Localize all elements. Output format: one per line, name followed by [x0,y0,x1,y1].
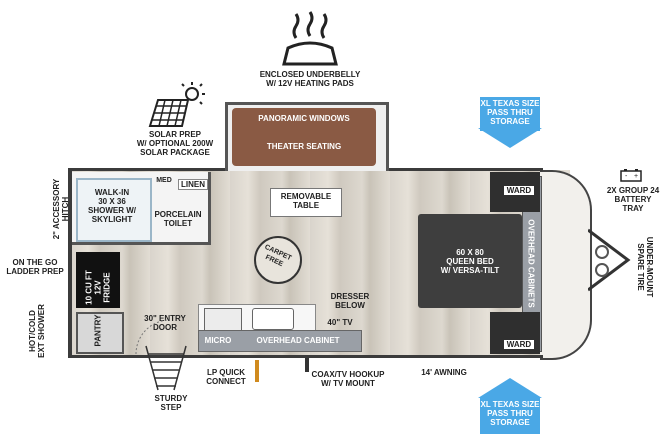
pantry-label: PANTRY [93,314,103,347]
overhead-cabinet-label: OVERHEAD CABINET [256,336,340,345]
spare-tire-label: UNDER-MOUNT SPARE TIRE [636,236,654,298]
shower [76,178,152,242]
theater-label: THEATER SEATING [266,142,342,151]
stove [204,308,242,332]
lp-connect-icon [255,360,259,382]
fridge [76,252,120,308]
shower-label: WALK-IN 30 X 36 SHOWER W/ SKYLIGHT [88,188,136,224]
texas-storage-top-label: XL TEXAS SIZE PASS THRU STORAGE [480,97,540,131]
lp-label: LP QUICK CONNECT [206,368,246,386]
entry-door-label: 30" ENTRY DOOR [144,314,186,332]
rear-wall [68,168,72,358]
battery-icon: - + [620,169,642,182]
ward-top-label: WARD [504,186,534,195]
texas-storage-bottom-label: XL TEXAS SIZE PASS THRU STORAGE [480,398,540,434]
dresser-label: DRESSER BELOW [330,292,370,310]
battery-label: 2X GROUP 24 BATTERY TRAY [606,186,660,213]
hitch-label: 2" ACCESSORY HITCH [52,178,70,240]
queen-bed [418,214,522,308]
front-cap [540,170,592,360]
sturdy-step-icon [145,345,187,391]
theater-sofa [232,108,376,166]
table-label: REMOVABLE TABLE [270,188,342,217]
awning-label: 14' AWNING [421,368,467,377]
underbelly-label: ENCLOSED UNDERBELLY W/ 12V HEATING PADS [259,70,361,88]
solar-label: SOLAR PREP W/ OPTIONAL 200W SOLAR PACKAG… [136,130,214,157]
tv-label: 40" TV [327,318,353,327]
ladder-label: ON THE GO LADDER PREP [6,258,64,276]
micro-label: MICRO [204,336,232,345]
sink [252,308,294,330]
pantry [76,312,124,354]
tongue-hitch [588,228,631,292]
bed-label: 60 X 80 QUEEN BED W/ VERSA-TILT [440,248,500,275]
coax-label: COAX/TV HOOKUP W/ TV MOUNT [311,370,385,388]
linen-label: LINEN [178,179,208,190]
ext-shower-label: HOT/COLD EXT SHOWER [28,304,46,358]
med-label: MED [156,177,172,184]
svg-text:-: - [625,173,628,180]
bottom-wall [68,355,543,358]
blue-arrow-icon [478,378,542,398]
blue-arrow-icon [478,128,542,148]
ward-bottom-label: WARD [504,340,534,349]
fridge-label: 10 CU FT 12V FRIDGE [84,270,112,305]
step-label: STURDY STEP [154,394,188,412]
heating-pad-icon [282,11,338,66]
carpet-free-badge [254,236,302,284]
overhead-cabinet [198,330,362,352]
overhead-cabinets-label: OVERHEAD CABINETS [526,219,536,308]
toilet-label: PORCELAIN TOILET [154,210,202,228]
panoramic-label: PANORAMIC WINDOWS [258,114,350,123]
solar-panel-icon [148,82,205,127]
door-swing [135,319,171,355]
svg-text:+: + [634,173,638,180]
coax-icon [305,358,309,372]
